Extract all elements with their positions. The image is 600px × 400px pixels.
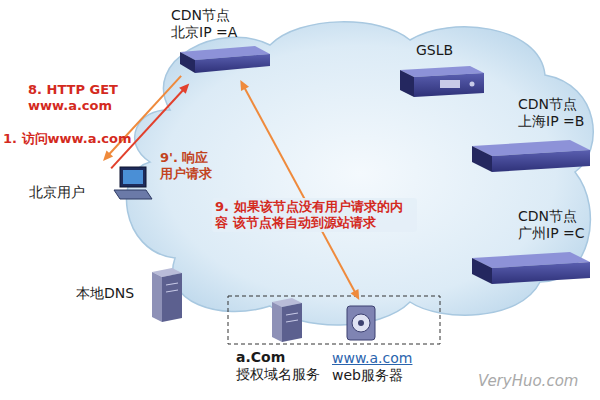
node-label: web服务器: [332, 367, 433, 384]
arrow-head: [351, 289, 360, 300]
arrow-head: [179, 83, 189, 93]
device-node: CDN节点北京IP =A: [165, 5, 275, 80]
connector-label: 9. 如果该节点没有用户请求的内容 该节点将自动到源站请求: [212, 198, 417, 232]
node-label: 本地DNS: [76, 285, 144, 302]
gslb-device: [400, 66, 484, 97]
device-node: 北京用户: [25, 165, 155, 203]
device-node: a.Com授权域名服务: [234, 347, 329, 387]
node-label: 上海IP =B: [518, 113, 594, 130]
node-label: CDN节点: [171, 7, 269, 24]
step-label: 1. 访问www.a.com: [3, 130, 132, 148]
arrow-head: [103, 151, 113, 161]
node-label: GSLB: [416, 42, 472, 59]
node-label: 北京IP =A: [171, 24, 269, 41]
node-label: www.a.com: [332, 350, 433, 367]
node-label: CDN节点: [518, 96, 594, 113]
cdn-device-beijing: [180, 46, 270, 73]
node-label: CDN节点: [518, 208, 594, 225]
web-server-icon: [347, 306, 375, 340]
server-tower-dns-auth: [272, 298, 302, 342]
node-label: a.Com: [236, 349, 327, 366]
server-tower-dns: [152, 268, 182, 322]
cdn-device-guangzhou: [472, 252, 590, 284]
node-label: 授权域名服务: [236, 366, 327, 383]
device-node: www.a.comweb服务器: [330, 300, 435, 386]
origin-site-frame: [228, 296, 440, 344]
device-node: GSLB: [412, 40, 476, 63]
connector-label: 8. HTTP GET www.a.com: [28, 82, 132, 114]
node-label: 广州IP =C: [518, 225, 594, 242]
device-node: CDN节点上海IP =B: [516, 94, 596, 134]
device-node: 本地DNS: [74, 283, 146, 306]
connector-label: 9'. 响应 用户请求: [160, 150, 222, 182]
network-cloud: [127, 22, 594, 325]
watermark: VeryHuo.com: [478, 372, 578, 390]
arrow-head: [240, 80, 249, 91]
cdn-device-shanghai: [472, 140, 590, 172]
device-node: CDN节点广州IP =C: [516, 206, 596, 246]
connector-line: [244, 87, 355, 293]
laptop-icon: [114, 167, 152, 199]
node-label: 北京用户: [29, 184, 151, 201]
